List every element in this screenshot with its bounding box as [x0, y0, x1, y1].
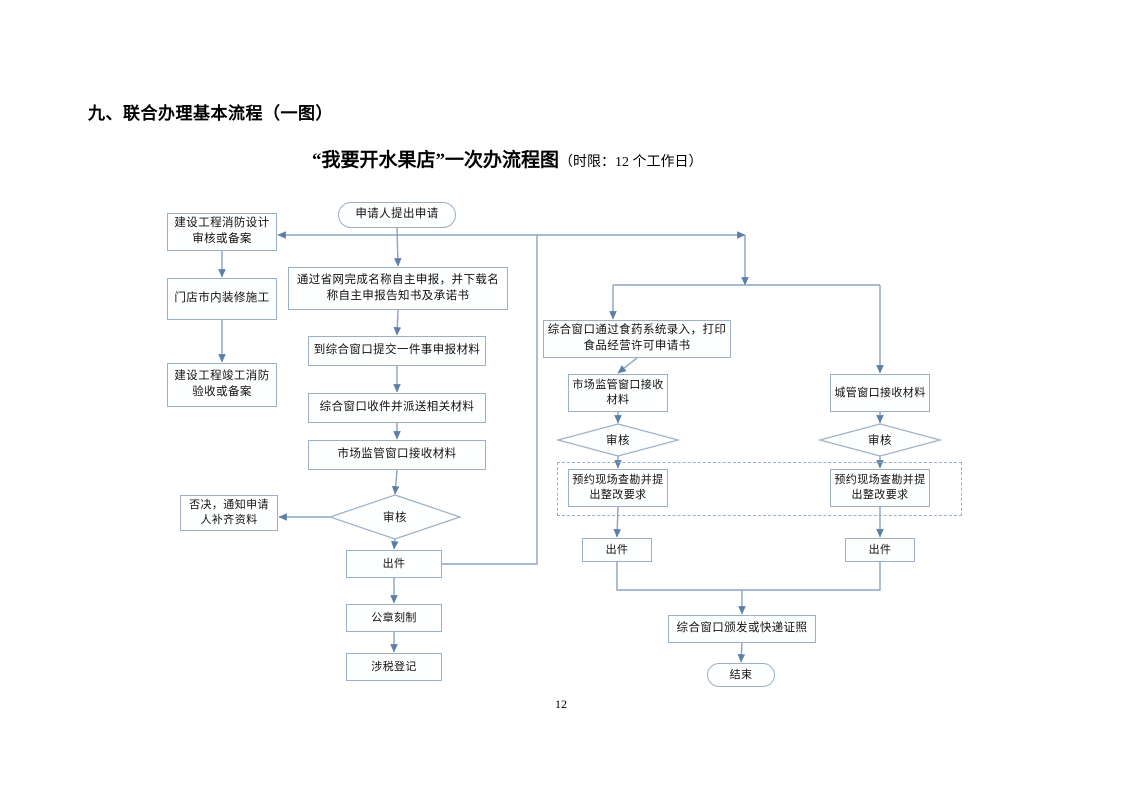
node-n-food-entry[interactable]: 综合窗口通过食药系统录入，打印食品经营许可申请书 — [543, 320, 731, 358]
node-n-fire-accept[interactable]: 建设工程竣工消防验收或备案 — [167, 363, 277, 407]
node-n-issue-c[interactable]: 出件 — [346, 550, 442, 578]
connector — [391, 469, 400, 495]
node-n-food-recv[interactable]: 市场监管窗口接收材料 — [568, 374, 668, 412]
node-n-name-decl[interactable]: 通过省网完成名称自主申报，并下载名称自主申报告知书及承诺书 — [288, 267, 508, 310]
connector — [613, 506, 622, 538]
connector — [742, 562, 881, 591]
decision-diamond-n-review-c[interactable] — [328, 494, 462, 540]
connector — [616, 562, 742, 591]
node-n-deliver[interactable]: 综合窗口颁发或快递证照 — [668, 615, 816, 643]
node-n-food-issue[interactable]: 出件 — [582, 538, 652, 562]
node-n-seal[interactable]: 公章刻制 — [346, 604, 442, 632]
connector — [394, 227, 402, 267]
flowchart-title-main: “我要开水果店”一次办流程图 — [312, 150, 560, 171]
node-n-food-site[interactable]: 预约现场查勘并提出整改要求 — [568, 469, 668, 507]
node-n-fire-design[interactable]: 建设工程消防设计审核或备案 — [167, 213, 277, 251]
connector — [393, 309, 402, 336]
node-n-scj-recv[interactable]: 市场监管窗口接收材料 — [308, 440, 486, 470]
flowchart-title-sub: （时限：12 个工作日） — [559, 155, 703, 170]
connector — [737, 642, 746, 663]
decision-diamond-n-city-review[interactable] — [817, 423, 943, 457]
node-n-city-issue[interactable]: 出件 — [845, 538, 915, 562]
decision-diamond-n-food-review[interactable] — [555, 423, 681, 457]
dashed-group-box — [557, 462, 962, 516]
connector — [391, 538, 399, 550]
node-n-start[interactable]: 申请人提出申请 — [338, 202, 456, 228]
connector — [617, 357, 638, 374]
node-n-reject[interactable]: 否决，通知申请人补齐资料 — [180, 495, 278, 531]
node-n-decorate[interactable]: 门店市内装修施工 — [167, 278, 277, 320]
node-label-n-food-review: 审核 — [605, 435, 631, 447]
connector — [442, 235, 538, 565]
page-heading: 九、联合办理基本流程（一图） — [88, 104, 333, 123]
node-label-n-review-c: 审核 — [382, 512, 408, 524]
node-n-end[interactable]: 结束 — [707, 663, 775, 687]
page-number: 12 — [555, 697, 567, 711]
node-n-receive[interactable]: 综合窗口收件并派送相关材料 — [308, 393, 486, 423]
flowchart-title: “我要开水果店”一次办流程图（时限：12 个工作日） — [312, 145, 703, 172]
node-n-tax[interactable]: 涉税登记 — [346, 653, 442, 681]
node-n-submit[interactable]: 到综合窗口提交一件事申报材料 — [308, 336, 486, 366]
node-label-n-city-review: 审核 — [867, 435, 893, 447]
node-n-city-recv[interactable]: 城管窗口接收材料 — [830, 374, 930, 412]
node-n-city-site[interactable]: 预约现场查勘并提出整改要求 — [830, 469, 930, 507]
